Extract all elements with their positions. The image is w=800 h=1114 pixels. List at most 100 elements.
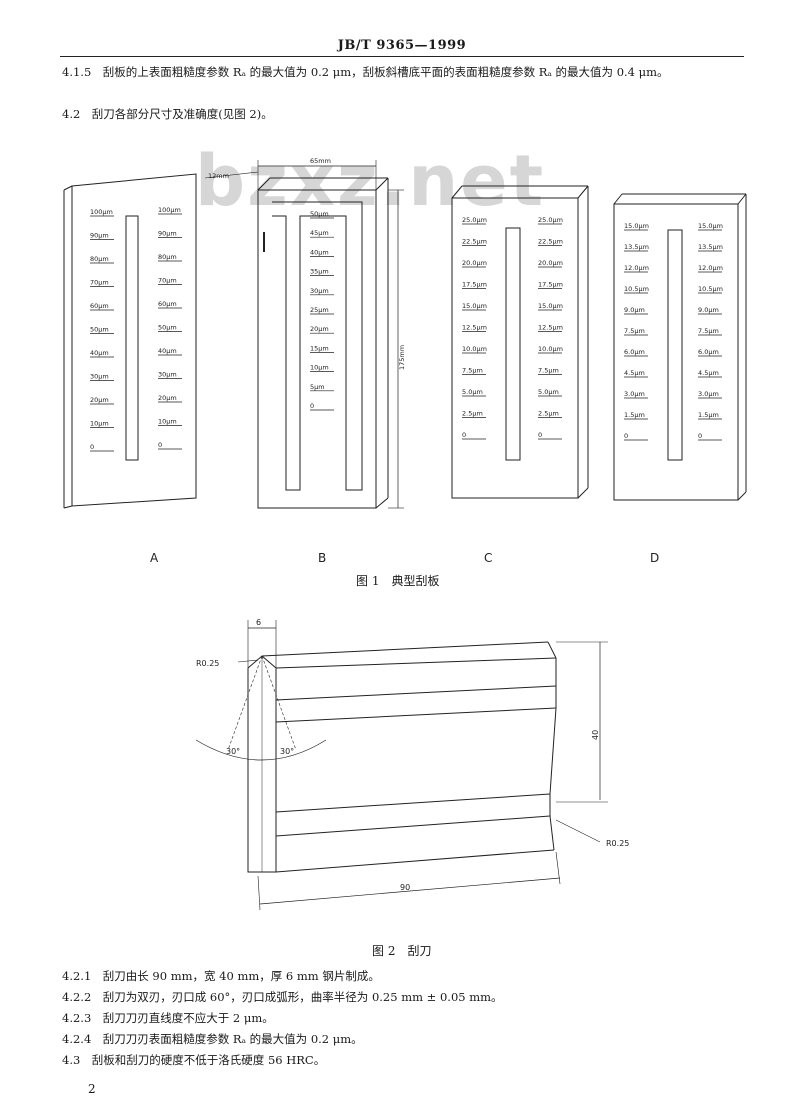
plate-d-left-label: 4.5μm — [624, 369, 645, 377]
plate-a-right-label: 0 — [158, 441, 162, 449]
clause-4-2-4: 4.2.4 刮刀刀刃表面粗糙度参数 Rₐ 的最大值为 0.2 μm。 — [62, 1032, 363, 1046]
plate-a-left-label: 70μm — [90, 279, 109, 287]
plate-c-left-label: 2.5μm — [462, 410, 483, 418]
plate-a-left-label: 10μm — [90, 420, 109, 428]
panel-label-b: B — [318, 551, 326, 565]
plate-a-right-label: 20μm — [158, 394, 177, 402]
figure-1-gauge-plates: 100μm 90μm 80μm 70μm 60μm 50μm 40μm 30μm 20μm 10μ… — [63, 157, 747, 565]
plate-d-right-label: 15.0μm — [698, 222, 723, 230]
plate-c-left-label: 7.5μm — [462, 367, 483, 375]
plate-d-left-label: 13.5μm — [624, 243, 649, 251]
plate-c-left-label: 20.0μm — [462, 259, 487, 267]
plate-a-right-label: 90μm — [158, 230, 177, 238]
plate-d-left-label: 0 — [624, 432, 628, 440]
plate-b-label: 50μm — [310, 210, 329, 218]
plate-b-label: 45μm — [310, 229, 329, 237]
plate-c-left-label: 22.5μm — [462, 238, 487, 246]
clause-4-1-5: 4.1.5 刮板的上表面粗糙度参数 Rₐ 的最大值为 0.2 μm，刮板斜槽底平… — [62, 65, 669, 79]
plate-b-label: 15μm — [310, 344, 329, 352]
plate-c-right-label: 10.0μm — [538, 345, 563, 353]
plate-c-left-label: 15.0μm — [462, 302, 487, 310]
plate-d-right-label: 1.5μm — [698, 411, 719, 419]
angle-b-label: 30° — [280, 747, 294, 756]
plate-c-right-label: 22.5μm — [538, 238, 563, 246]
figure-2-caption: 图 2 刮刀 — [372, 944, 432, 958]
angle-a-label: 30° — [226, 747, 240, 756]
plate-a-left-label: 50μm — [90, 326, 109, 334]
dim-height-label: 175mm — [398, 345, 406, 370]
watermark: bzxz.net — [195, 140, 546, 222]
plate-a-right-label: 80μm — [158, 253, 177, 261]
plate-c-left-label: 12.5μm — [462, 324, 487, 332]
figure-1-caption: 图 1 典型刮板 — [356, 574, 440, 588]
plate-b — [204, 160, 404, 509]
plate-c-right-label: 17.5μm — [538, 281, 563, 289]
plate-a — [63, 173, 197, 509]
plate-d-right-label: 12.0μm — [698, 264, 723, 272]
plate-c-right-label: 7.5μm — [538, 367, 559, 375]
plate-a-left-label: 60μm — [90, 302, 109, 310]
dim-r-top-label: R0.25 — [196, 659, 219, 668]
plate-c-right-label: 15.0μm — [538, 302, 563, 310]
page-number: 2 — [88, 1082, 96, 1096]
plate-c-left-label: 10.0μm — [462, 345, 487, 353]
plate-d — [613, 193, 747, 501]
clause-4-2-3: 4.2.3 刮刀刀刃直线度不应大于 2 μm。 — [62, 1011, 274, 1025]
dim-r-bottom-label: R0.25 — [606, 839, 629, 848]
plate-d-right-label: 0 — [698, 432, 702, 440]
plate-b-label: 30μm — [310, 287, 329, 295]
dim-width-label: 65mm — [310, 157, 331, 165]
plate-a-right-label: 50μm — [158, 324, 177, 332]
plate-d-left-label: 6.0μm — [624, 348, 645, 356]
figure-2-scraper-blade: 6 R0.25 40 90 R0.25 30° 30° — [195, 618, 629, 911]
panel-label-c: C — [484, 551, 492, 565]
plate-c-left-label: 17.5μm — [462, 281, 487, 289]
plate-c-left-label: 5.0μm — [462, 388, 483, 396]
plate-a-left-label: 80μm — [90, 255, 109, 263]
plate-d-left-label: 10.5μm — [624, 285, 649, 293]
plate-a-left-label: 0 — [90, 443, 94, 451]
plate-d-left-label: 15.0μm — [624, 222, 649, 230]
plate-d-right-label: 7.5μm — [698, 327, 719, 335]
plate-a-right-label: 70μm — [158, 277, 177, 285]
dim-6-label: 6 — [256, 618, 261, 627]
plate-d-right-label: 3.0μm — [698, 390, 719, 398]
panel-label-a: A — [150, 551, 159, 565]
plate-c-right-label: 12.5μm — [538, 324, 563, 332]
plate-b-label: 40μm — [310, 248, 329, 256]
plate-c-right-label: 2.5μm — [538, 410, 559, 418]
plate-c-right-label: 25.0μm — [538, 216, 563, 224]
plate-d-labels: 15.0μm 13.5μm 12.0μm 10.5μm 9.0μm 7.5μm 6.0μm 4… — [624, 222, 723, 441]
header-rule — [60, 56, 744, 57]
clause-4-2-1: 4.2.1 刮刀由长 90 mm，宽 40 mm，厚 6 mm 钢片制成。 — [62, 969, 380, 983]
clause-4-2-2: 4.2.2 刮刀为双刃，刃口成 60°，刃口成弧形，曲率半径为 0.25 mm … — [62, 990, 503, 1004]
plate-c-labels: 25.0μm 22.5μm 20.0μm 17.5μm 15.0μm 12.5μm 10.0… — [462, 216, 563, 440]
plate-b-label: 5μm — [310, 383, 325, 391]
plate-d-left-label: 12.0μm — [624, 264, 649, 272]
plate-b-label: 35μm — [310, 268, 329, 276]
panel-label-d: D — [650, 551, 659, 565]
plate-d-right-label: 6.0μm — [698, 348, 719, 356]
plate-a-right-label: 100μm — [158, 206, 181, 214]
plate-d-right-label: 4.5μm — [698, 369, 719, 377]
plate-d-right-label: 9.0μm — [698, 306, 719, 314]
plate-b-label: 10μm — [310, 364, 329, 372]
plate-a-labels: 100μm90μm80μm70μm60μm50μm40μm30μm20μm10μ… — [90, 206, 182, 452]
plate-c — [451, 185, 589, 499]
plate-b-label: 20μm — [310, 325, 329, 333]
plate-c-left-label: 0 — [462, 431, 466, 439]
plate-a-right-label: 60μm — [158, 300, 177, 308]
plate-a-left-label: 100μm — [90, 208, 113, 216]
clause-4-2: 4.2 刮刀各部分尺寸及准确度(见图 2)。 — [62, 107, 273, 121]
plate-c-right-label: 5.0μm — [538, 388, 559, 396]
plate-a-right-label: 30μm — [158, 371, 177, 379]
plate-c-right-label: 0 — [538, 431, 542, 439]
plate-b-label: 0 — [310, 402, 314, 410]
plate-a-left-label: 30μm — [90, 373, 109, 381]
plate-d-left-label: 7.5μm — [624, 327, 645, 335]
clause-4-3: 4.3 刮板和刮刀的硬度不低于洛氏硬度 56 HRC。 — [62, 1053, 326, 1067]
dim-40-label: 40 — [591, 730, 600, 740]
plate-d-right-label: 13.5μm — [698, 243, 723, 251]
page-header: JB/T 9365—1999 — [337, 38, 467, 53]
